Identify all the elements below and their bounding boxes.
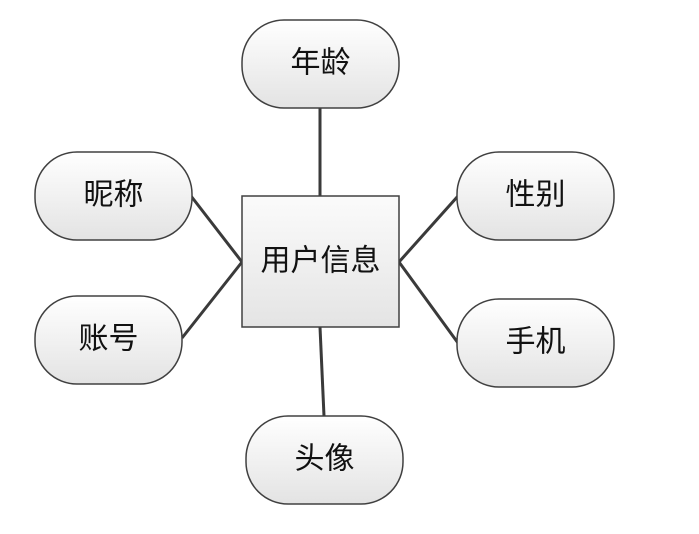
attribute-avatar: 头像 — [245, 415, 404, 505]
connector-gender — [397, 195, 460, 263]
attribute-age: 年龄 — [241, 19, 400, 109]
entity-label: 用户信息 — [261, 244, 381, 279]
connector-nickname — [189, 195, 244, 263]
attribute-pill — [456, 298, 615, 388]
entity-user-info: 用户信息 — [241, 195, 400, 328]
connector-avatar — [318, 326, 326, 417]
attribute-label-gender: 性别 — [506, 178, 566, 213]
attribute-pill — [456, 151, 615, 241]
entity-box — [241, 195, 400, 328]
connector-phone — [397, 261, 460, 344]
attribute-label-avatar: 头像 — [295, 442, 355, 477]
attribute-pill — [34, 295, 183, 385]
attribute-nickname: 昵称 — [34, 151, 193, 241]
attribute-gender: 性别 — [456, 151, 615, 241]
attribute-label-account: 账号 — [79, 322, 139, 357]
attribute-label-age: 年龄 — [291, 46, 351, 81]
connector-account — [180, 261, 244, 339]
connectors — [180, 108, 460, 417]
attribute-phone: 手机 — [456, 298, 615, 388]
attribute-label-nickname: 昵称 — [84, 178, 144, 213]
attribute-pill — [34, 151, 193, 241]
attribute-pill — [241, 19, 400, 109]
attribute-label-phone: 手机 — [506, 325, 566, 360]
attribute-pill — [245, 415, 404, 505]
attribute-account: 账号 — [34, 295, 183, 385]
